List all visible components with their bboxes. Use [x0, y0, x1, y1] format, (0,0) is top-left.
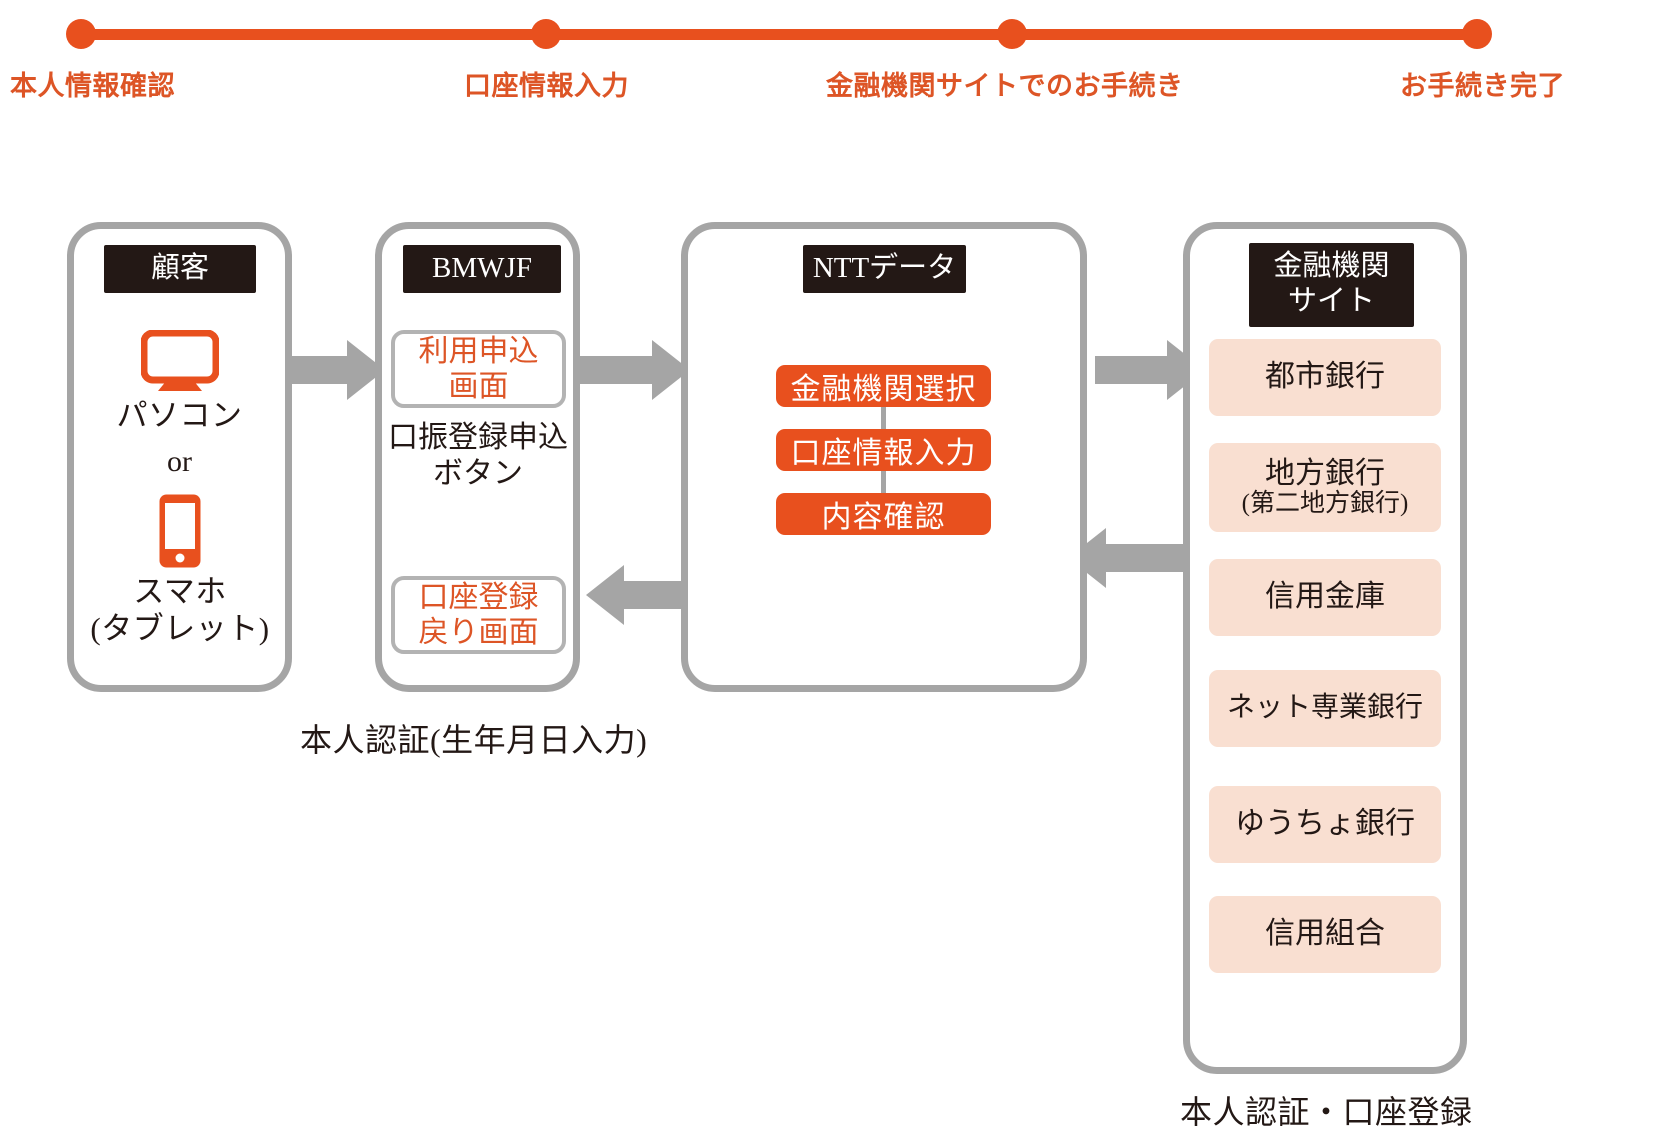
bank-chip-shinkin[interactable]: 信用金庫	[1209, 559, 1441, 636]
monitor-icon	[141, 330, 219, 391]
timeline-label-3: 金融機関サイトでのお手続き	[826, 71, 1184, 101]
timeline-dot-3	[997, 19, 1027, 49]
arrow-nttdata-to-bmwjf	[586, 565, 716, 625]
step-chip-account-input[interactable]: 口座情報入力	[776, 429, 991, 471]
timeline-dot-1	[66, 19, 96, 49]
progress-timeline: 本人情報確認 口座情報入力 金融機関サイトでのお手続き お手続き完了	[0, 0, 1680, 120]
screen-return[interactable]: 口座登録 戻り画面	[391, 576, 566, 654]
bank-chip-netbank[interactable]: ネット専業銀行	[1209, 670, 1441, 747]
caption-bank-site: 本人認証・口座登録	[1180, 1094, 1473, 1130]
or-label: or	[167, 445, 192, 478]
apply-button-text[interactable]: 口振登録申込 ボタン	[388, 421, 568, 490]
bank-chip-regional-name: 地方銀行	[1265, 456, 1385, 490]
lane-customer-title: 顧客	[104, 245, 256, 294]
arrow-customer-to-bmwjf	[275, 340, 385, 400]
bank-chip-regional-sub: (第二地方銀行)	[1241, 490, 1409, 518]
arrow-banksite-to-nttdata	[1068, 528, 1198, 588]
lane-bmwjf-title: BMWJF	[403, 245, 561, 294]
timeline-label-2: 口座情報入力	[464, 71, 629, 101]
lane-nttdata-title: NTTデータ	[803, 245, 966, 294]
timeline-dot-4	[1462, 19, 1492, 49]
lane-bank-site-title: 金融機関 サイト	[1249, 243, 1414, 327]
step-chip-confirm[interactable]: 内容確認	[776, 493, 991, 535]
bank-chip-city[interactable]: 都市銀行	[1209, 339, 1441, 416]
smartphone-icon	[159, 494, 201, 568]
device-pc-label: パソコン	[116, 398, 243, 433]
lane-customer	[67, 222, 292, 692]
bank-chip-credit-union[interactable]: 信用組合	[1209, 896, 1441, 973]
device-mobile-label: スマホ (タブレット)	[90, 574, 270, 646]
timeline-label-4: お手続き完了	[1400, 71, 1565, 101]
timeline-track	[81, 29, 1479, 40]
timeline-label-1: 本人情報確認	[10, 71, 175, 101]
arrow-bmwjf-to-nttdata	[580, 340, 690, 400]
timeline-dot-2	[531, 19, 561, 49]
step-chip-select-institution[interactable]: 金融機関選択	[776, 365, 991, 407]
bank-chip-regional[interactable]: 地方銀行 (第二地方銀行)	[1209, 443, 1441, 532]
arrow-nttdata-to-banksite	[1095, 340, 1205, 400]
screen-apply[interactable]: 利用申込 画面	[391, 330, 566, 408]
bank-chip-japanpost[interactable]: ゆうちょ銀行	[1209, 786, 1441, 863]
caption-bmwjf: 本人認証(生年月日入力)	[300, 722, 648, 758]
